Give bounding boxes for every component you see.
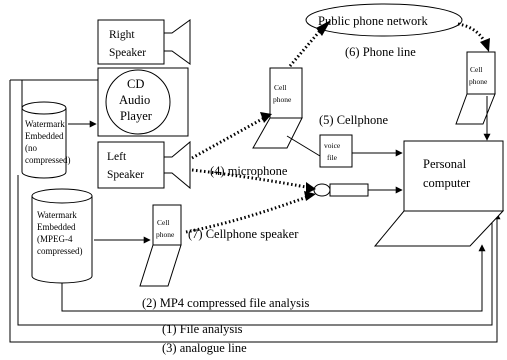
left-speaker-label-line1: Left (107, 151, 127, 163)
cellphone-top-label-line2: phone (273, 95, 292, 104)
watermark-bottom-label-line2: Embedded (37, 222, 76, 232)
phone-line-label: (6) Phone line (345, 45, 416, 59)
file-analysis-label: (1) File analysis (162, 322, 243, 336)
cellphone-bottom-label-line1: Cell (157, 218, 170, 227)
cd-player-label-line3: Player (120, 109, 153, 123)
right-speaker-label-line1: Right (109, 29, 135, 41)
right-speaker: Right Speaker (97, 19, 191, 65)
computer-keyboard-icon (373, 210, 505, 247)
phone-line-dotted-up (288, 25, 326, 67)
watermark-top-label-line2: Embedded (25, 131, 64, 141)
left-speaker: Left Speaker (97, 140, 191, 190)
cd-player-label-line2: Audio (119, 93, 150, 107)
cellphone-right: Cell phone (455, 51, 496, 125)
cellphone-speaker-dotted (185, 194, 311, 234)
cellphone-right-label-line2: phone (469, 77, 488, 86)
cellphone-top-keypad-icon (252, 117, 303, 149)
computer-label-line2: computer (423, 176, 471, 190)
file-analysis-path (17, 175, 496, 326)
speaker-to-microphone-arrowhead (306, 182, 316, 194)
cellphone-to-voice-file-line (286, 135, 321, 157)
computer-label-line1: Personal (423, 157, 467, 171)
speaker-to-microphone-dotted (191, 168, 312, 190)
phone-line-dotted-down (457, 22, 488, 45)
right-speaker-label-line2: Speaker (109, 47, 146, 59)
watermark-mpeg4-storage: Watermark Embedded (MPEG-4 compressed) (31, 188, 93, 284)
watermark-top-label-line3: (no (25, 143, 37, 153)
public-phone-network: Public phone network (305, 3, 463, 37)
mp4-analysis-label: (2) MP4 compressed file analysis (142, 296, 309, 310)
watermark-bottom-label-line1: Watermark (37, 210, 77, 220)
cellphone-bottom: Cell phone (139, 204, 182, 287)
analogue-line-path (9, 79, 501, 343)
cellphone-top: Cell phone (252, 67, 303, 149)
cellphone-path-label: (5) Cellphone (319, 113, 389, 127)
cellphone-bottom-keypad-icon (139, 244, 182, 287)
watermark-bottom-label-line4: compressed) (37, 246, 82, 256)
personal-computer: Personal computer (373, 140, 505, 247)
voice-file-label-line1: voice (324, 141, 341, 150)
mp4-analysis-path (61, 244, 486, 312)
cellphone-speaker-arrowhead (304, 191, 316, 201)
cellphone-speaker-label: (7) Cellphone speaker (188, 227, 299, 241)
analogue-line-label: (3) analogue line (162, 341, 247, 355)
phone-line-arrowhead-up (316, 20, 331, 36)
watermark-bottom-label-line3: (MPEG-4 (37, 234, 73, 244)
phone-line-arrowhead-down (480, 38, 490, 52)
watermark-uncompressed-storage: Watermark Embedded (no compressed) (21, 101, 70, 179)
cellphone-right-label-line1: Cell (470, 65, 483, 74)
speaker-to-cellphone-dotted (191, 116, 265, 160)
cd-disc-icon (105, 69, 171, 135)
network-label: Public phone network (318, 14, 428, 28)
mp4-label-bg (140, 297, 350, 310)
cellphone-right-keypad-icon (455, 93, 496, 125)
watermark-top-label-line1: Watermark (25, 119, 65, 129)
voice-file-label-line2: file (327, 153, 338, 162)
cellphone-top-label-line1: Cell (274, 83, 287, 92)
speaker-to-cellphone-arrowhead (260, 112, 272, 123)
cellphone-bottom-label-line2: phone (156, 230, 175, 239)
right-speaker-cone-icon (163, 19, 191, 65)
microphone-path-label: (4) microphone (210, 164, 288, 178)
left-speaker-label-line2: Speaker (107, 169, 144, 181)
left-speaker-cone-icon (163, 140, 191, 190)
microphone-body-icon (329, 183, 369, 197)
cd-player-label-line1: CD (127, 77, 144, 91)
microphone (313, 183, 369, 197)
cd-audio-player: CD Audio Player (97, 67, 189, 137)
microphone-head-icon (313, 183, 331, 197)
voice-file: voice file (319, 134, 353, 168)
watermark-top-label-line4: compressed) (25, 155, 70, 165)
